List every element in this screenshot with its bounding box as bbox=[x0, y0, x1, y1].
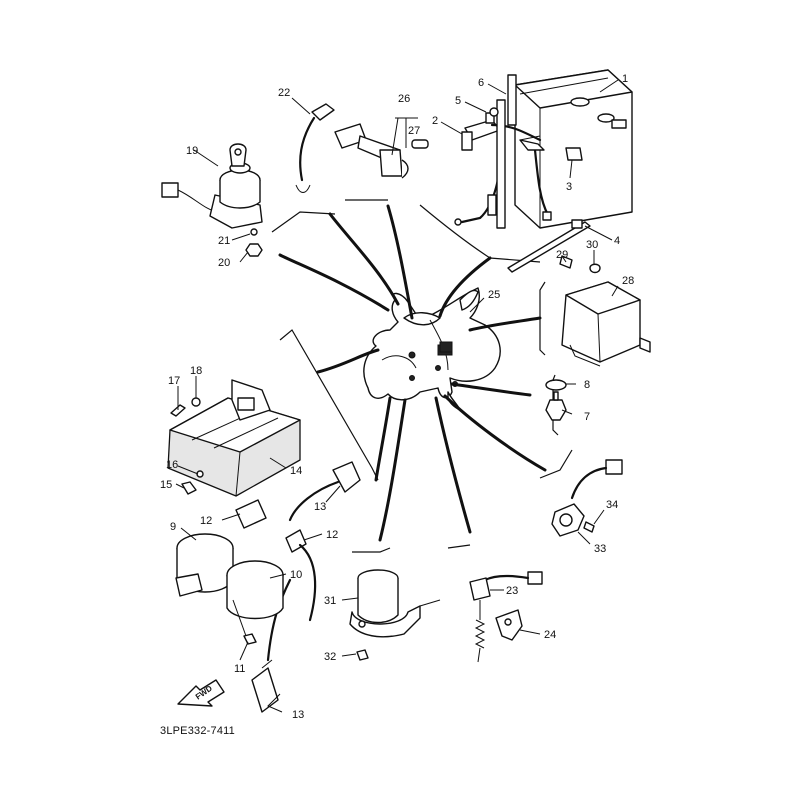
callout-6: 6 bbox=[478, 77, 484, 89]
diagram-code: 3LPE332-7411 bbox=[160, 725, 235, 737]
callout-8: 8 bbox=[584, 379, 590, 391]
battery-assembly bbox=[454, 69, 633, 229]
callout-32: 32 bbox=[324, 651, 336, 663]
cdi-unit bbox=[559, 255, 651, 367]
callout-26: 26 bbox=[398, 93, 410, 105]
callout-13a: 13 bbox=[314, 501, 326, 513]
callout-10: 10 bbox=[290, 569, 302, 581]
callout-16: 16 bbox=[166, 459, 178, 471]
callout-30: 30 bbox=[586, 239, 598, 251]
callout-24: 24 bbox=[544, 629, 556, 641]
callout-31: 31 bbox=[324, 595, 336, 607]
callout-4: 4 bbox=[614, 235, 620, 247]
callout-1: 1 bbox=[622, 73, 628, 85]
callout-19: 19 bbox=[186, 145, 198, 157]
callout-9: 9 bbox=[170, 521, 176, 533]
starter-relay-small bbox=[439, 341, 453, 353]
callout-34: 34 bbox=[606, 499, 618, 511]
callout-5: 5 bbox=[455, 95, 461, 107]
sensor-oil-level bbox=[545, 379, 567, 421]
sidestand-switch bbox=[551, 459, 623, 537]
rectifier-assembly bbox=[167, 379, 301, 497]
forward-direction-arrow: FWD bbox=[177, 679, 225, 707]
starter-relay bbox=[349, 569, 441, 661]
group-frames bbox=[271, 199, 573, 553]
callout-numbers: 1 2 3 4 5 6 7 8 9 10 11 12 12 13 13 14 1… bbox=[160, 73, 634, 721]
callout-3: 3 bbox=[566, 181, 572, 193]
callout-29: 29 bbox=[556, 249, 568, 261]
brake-switch bbox=[469, 571, 543, 663]
callout-20: 20 bbox=[218, 257, 230, 269]
leader-lines bbox=[278, 204, 547, 542]
callout-17: 17 bbox=[168, 375, 180, 387]
spark-plug-cap-upper bbox=[288, 461, 361, 522]
callout-leaders bbox=[175, 79, 619, 713]
callout-11: 11 bbox=[234, 663, 245, 675]
main-switch bbox=[161, 143, 263, 257]
callout-14: 14 bbox=[290, 465, 302, 477]
callout-12b: 12 bbox=[326, 529, 338, 541]
callout-25: 25 bbox=[488, 289, 500, 301]
fuse-holder bbox=[334, 117, 429, 179]
callout-18: 18 bbox=[190, 365, 202, 377]
ignition-coils bbox=[175, 499, 317, 645]
callout-22: 22 bbox=[278, 87, 290, 99]
callout-27: 27 bbox=[408, 125, 420, 137]
callout-7: 7 bbox=[584, 411, 590, 423]
callout-15: 15 bbox=[160, 479, 172, 491]
callout-23: 23 bbox=[506, 585, 518, 597]
neutral-switch-lead bbox=[295, 103, 335, 193]
callout-2: 2 bbox=[432, 115, 438, 127]
callout-21: 21 bbox=[218, 235, 230, 247]
callout-13b: 13 bbox=[292, 709, 304, 721]
callout-28: 28 bbox=[622, 275, 634, 287]
callout-33: 33 bbox=[594, 543, 606, 555]
callout-12a: 12 bbox=[200, 515, 212, 527]
cable-band bbox=[507, 219, 591, 273]
